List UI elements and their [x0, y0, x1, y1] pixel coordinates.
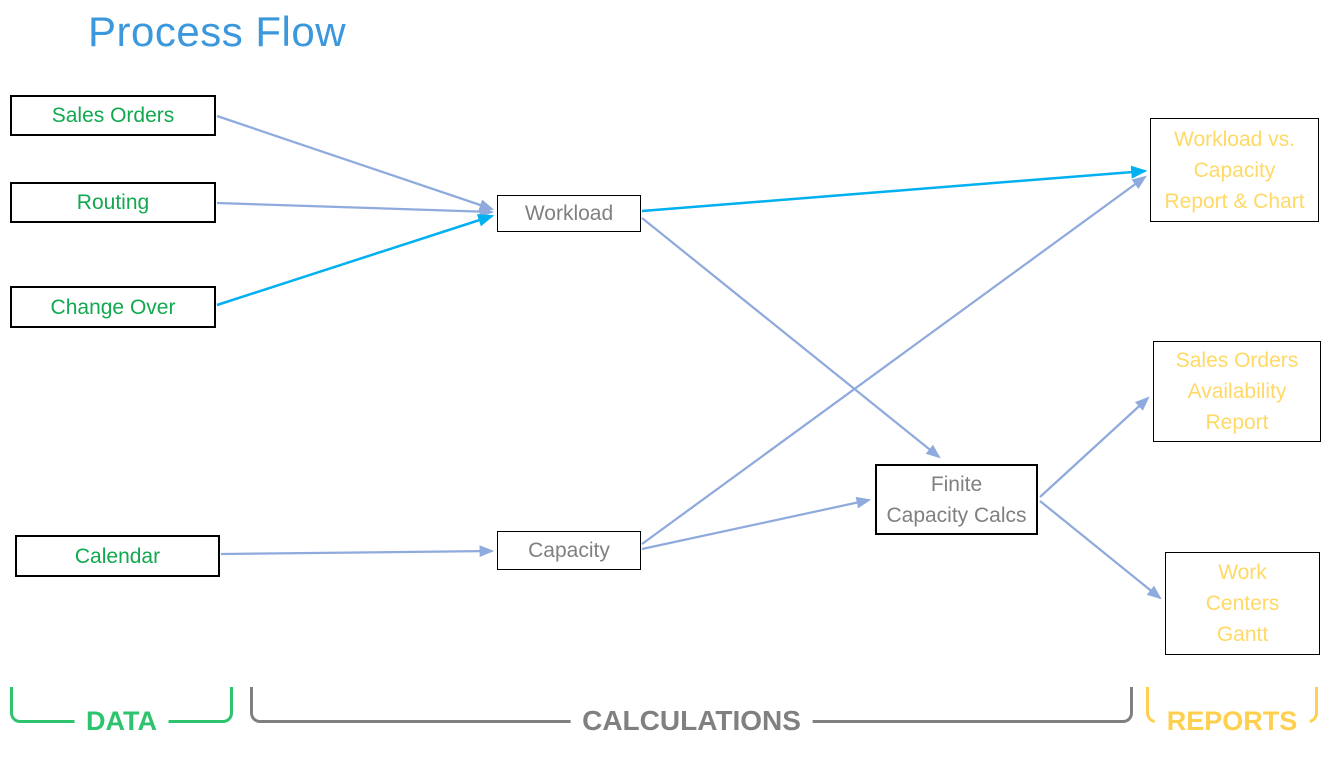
arrow-workload-to-finite-capacity-calcs [641, 217, 941, 459]
node-calendar: Calendar [15, 535, 220, 577]
node-workload: Workload [497, 195, 641, 232]
arrow-finite-capacity-calcs-to-work-centers-gantt [1039, 500, 1162, 600]
group-label-reports: REPORTS [1154, 705, 1310, 737]
node-work-centers-gantt-label: Work Centers Gantt [1205, 561, 1280, 646]
group-bracket-data: DATA [10, 687, 233, 737]
node-work-centers-gantt: Work Centers Gantt [1165, 552, 1320, 655]
node-workload-vs-capacity-report: Workload vs. Capacity Report & Chart [1150, 118, 1319, 222]
page-title: Process Flow [88, 8, 347, 55]
node-change-over: Change Over [10, 286, 216, 328]
node-workload-vs-capacity-report-label: Workload vs. Capacity Report & Chart [1164, 127, 1305, 213]
node-workload-label: Workload [524, 202, 614, 225]
arrow-finite-capacity-calcs-to-sales-orders-availability [1039, 396, 1150, 498]
group-bracket-calculations: CALCULATIONS [250, 687, 1133, 737]
node-sales-orders-label: Sales Orders [51, 104, 175, 127]
group-bracket-reports: REPORTS [1146, 687, 1318, 737]
arrow-calendar-to-capacity [220, 545, 495, 557]
node-calendar-label: Calendar [74, 544, 161, 568]
node-finite-capacity-calcs-label: Finite Capacity Calcs [886, 472, 1027, 527]
group-label-calculations: CALCULATIONS [570, 705, 813, 737]
node-capacity: Capacity [497, 531, 641, 570]
arrow-routing-to-workload [216, 201, 495, 218]
arrow-capacity-to-workload-vs-capacity-report [641, 175, 1147, 545]
group-label-data: DATA [74, 705, 169, 737]
node-sales-orders-availability-report: Sales Orders Availability Report [1153, 341, 1321, 442]
arrow-workload-to-workload-vs-capacity-report [641, 165, 1148, 213]
node-routing-label: Routing [76, 191, 150, 214]
arrow-sales-orders-to-workload [216, 114, 495, 211]
arrow-capacity-to-finite-capacity-calcs [641, 496, 872, 551]
node-sales-orders: Sales Orders [10, 95, 216, 136]
arrow-change-over-to-workload [216, 214, 495, 307]
node-routing: Routing [10, 182, 216, 223]
node-change-over-label: Change Over [50, 295, 176, 319]
node-capacity-label: Capacity [528, 539, 610, 562]
node-finite-capacity-calcs: Finite Capacity Calcs [875, 464, 1038, 535]
node-sales-orders-availability-report-label: Sales Orders Availability Report [1175, 349, 1299, 434]
